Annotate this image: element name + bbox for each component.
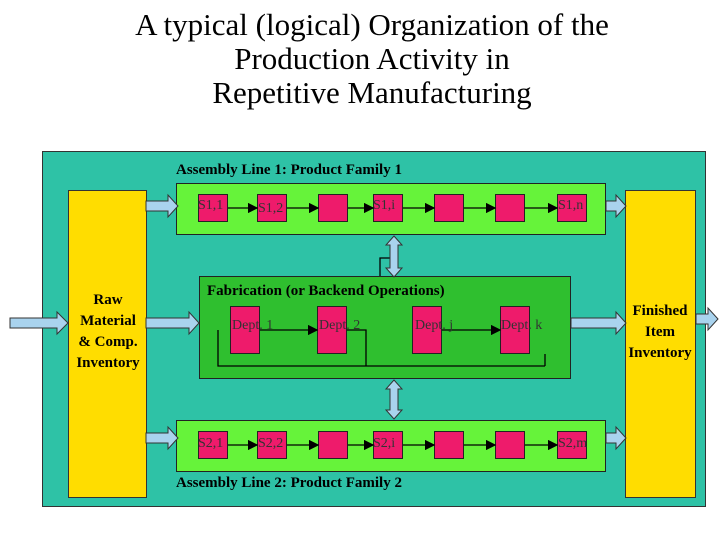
slide-title: A typical (logical) Organization of the … (0, 8, 720, 110)
station-s2-i-label: S2,i (373, 436, 396, 451)
dept-j (412, 306, 442, 354)
station (318, 194, 348, 222)
station-s1-i-label: S1,i (373, 198, 396, 213)
fabrication-label: Fabrication (or Backend Operations) (207, 283, 445, 299)
assembly-line-1-label: Assembly Line 1: Product Family 1 (176, 162, 402, 178)
dept-k (500, 306, 530, 354)
station-s1-1-label: S1,1 (198, 198, 224, 213)
dept-1-label: Dept. 1 (232, 318, 274, 333)
station-s1-2-label: S1,2 (258, 201, 284, 216)
dept-2-label: Dept. 2 (319, 318, 361, 333)
station-s2-m-label: S2,m (558, 436, 588, 451)
dept-1 (230, 306, 260, 354)
station-s2-2-label: S2,2 (258, 436, 284, 451)
station-s2-1 (198, 431, 228, 459)
title-line-2: Production Activity in (234, 41, 510, 76)
vertical-transfer-arrows (384, 235, 404, 420)
raw-material-inventory (68, 190, 147, 498)
finished-item-label: Finished Item Inventory (628, 303, 692, 361)
station-s1-n-label: S1,n (558, 198, 584, 213)
station (495, 431, 525, 459)
assembly-line-2-label: Assembly Line 2: Product Family 2 (176, 475, 402, 491)
station-s2-2 (257, 431, 287, 459)
finished-item-inventory (625, 190, 696, 498)
station (434, 431, 464, 459)
station-s2-i (373, 431, 403, 459)
input-arrows (9, 193, 200, 451)
output-arrows (570, 193, 719, 451)
title-line-1: A typical (logical) Organization of the (135, 7, 609, 42)
station-s1-1 (198, 194, 228, 222)
station (434, 194, 464, 222)
dept-k-label: Dept. k (501, 318, 543, 333)
fabrication-flow-lines (217, 257, 546, 367)
station-s2-1-label: S2,1 (198, 436, 224, 451)
dept-j-label: Dept. j (415, 318, 454, 333)
station (495, 194, 525, 222)
title-line-3: Repetitive Manufacturing (212, 75, 532, 110)
raw-material-label: Raw Material & Comp. Inventory (76, 292, 140, 371)
